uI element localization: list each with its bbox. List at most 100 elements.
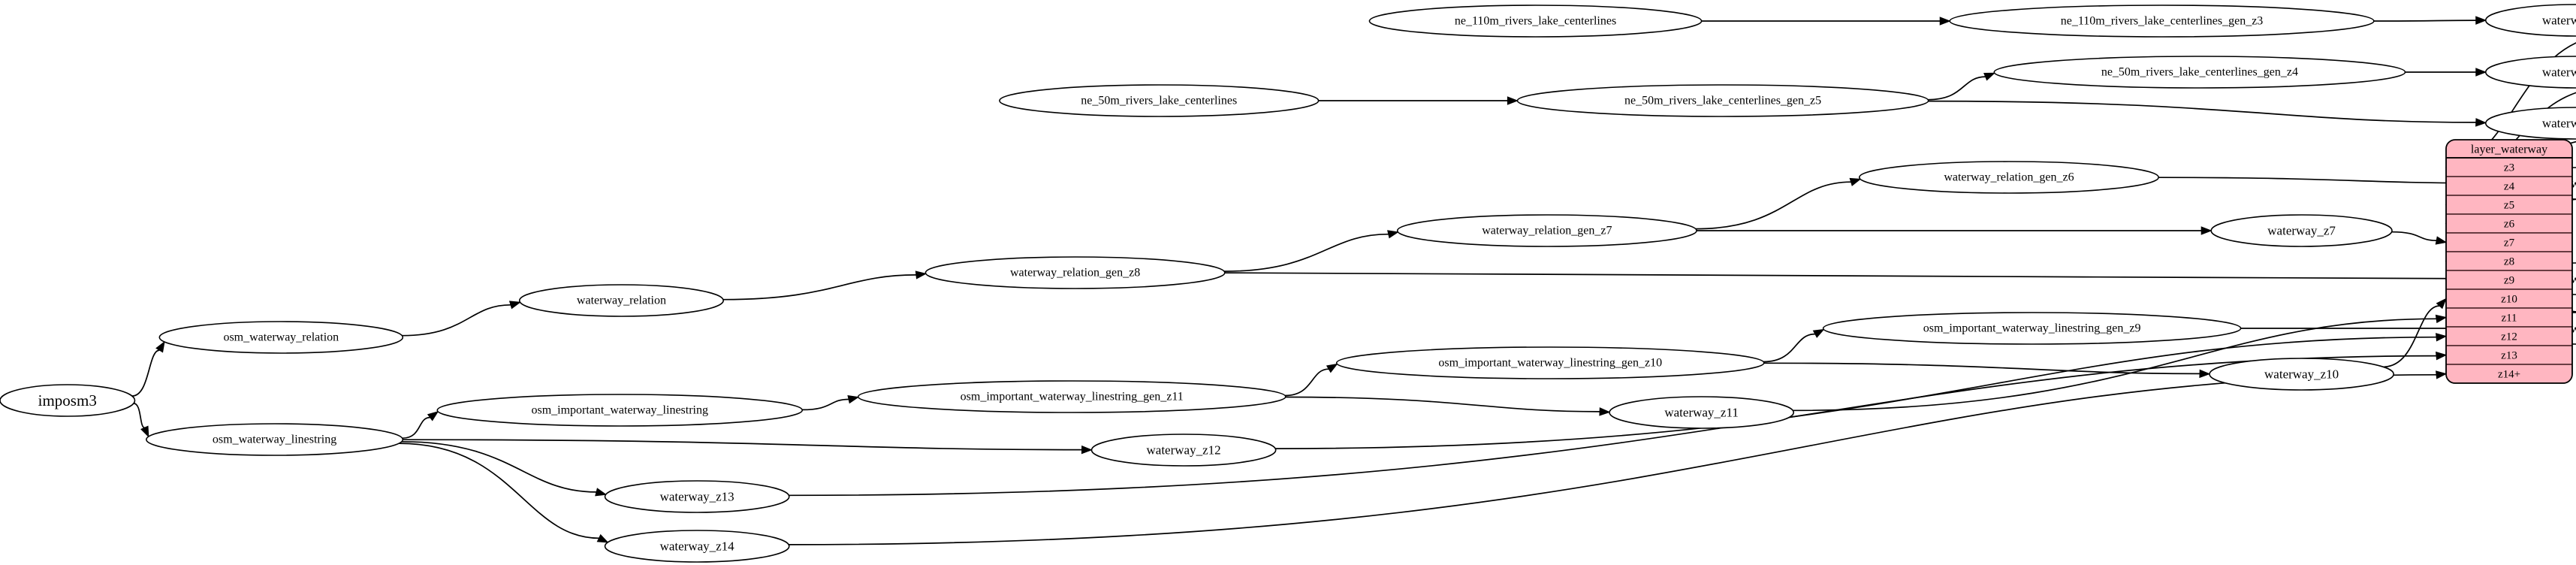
node-osm_wl[interactable]: osm_waterway_linestring bbox=[146, 423, 404, 456]
node-osm_iwl_z11[interactable]: osm_important_waterway_linestring_gen_z1… bbox=[857, 380, 1286, 413]
node-ne110_z3[interactable]: ne_110m_rivers_lake_centerlines_gen_z3 bbox=[1949, 5, 2375, 38]
edge-w_z11-to-layer_z11 bbox=[1793, 314, 2448, 412]
node-w_z10[interactable]: waterway_z10 bbox=[2209, 358, 2394, 391]
table-row-z12[interactable] bbox=[2446, 326, 2572, 346]
table-row-label-z10: z10 bbox=[2501, 294, 2517, 306]
table-row-label-z12: z12 bbox=[2501, 331, 2517, 343]
edge-ne110_z3-to-w_z3 bbox=[2373, 16, 2487, 25]
node-label: ne_110m_rivers_lake_centerlines bbox=[1455, 15, 1616, 28]
node-label: ne_50m_rivers_lake_centerlines_gen_z4 bbox=[2101, 66, 2298, 79]
edge-ne110-to-ne110_z3 bbox=[1701, 17, 1951, 26]
node-w_z5[interactable]: waterway_z5 bbox=[2485, 107, 2576, 140]
edge-ne50_z4-to-w_z4 bbox=[2405, 68, 2487, 77]
table-row-z8[interactable] bbox=[2446, 251, 2572, 271]
node-ne110[interactable]: ne_110m_rivers_lake_centerlines bbox=[1368, 5, 1703, 38]
table-row-label-z4: z4 bbox=[2504, 181, 2515, 193]
edge-ne50_z5-to-w_z5 bbox=[1928, 100, 2487, 127]
table-row-label-z7: z7 bbox=[2504, 237, 2515, 249]
node-w_z4[interactable]: waterway_z4 bbox=[2485, 56, 2576, 89]
edge-osm_iwl_z10-to-osm_iwl_z9 bbox=[1763, 328, 1825, 363]
edge-osm_wl-to-w_z13 bbox=[401, 440, 608, 497]
edge-wr_z6-to-w_z6 bbox=[2158, 177, 2487, 188]
node-label: waterway_z13 bbox=[660, 490, 734, 504]
node-osm_iwl[interactable]: osm_important_waterway_linestring bbox=[436, 394, 804, 427]
table-row-label-z9: z9 bbox=[2504, 275, 2514, 287]
node-label: osm_important_waterway_linestring bbox=[531, 404, 708, 417]
layer-waterway-table: layer_waterway z3 z4 z5 z6 z7 z8 z9 z10 z11 z12 z13… bbox=[2445, 139, 2573, 384]
node-label: ne_50m_rivers_lake_centerlines_gen_z5 bbox=[1624, 95, 1821, 107]
edge-osm_wl-to-w_z14 bbox=[399, 443, 609, 543]
node-label: waterway_z11 bbox=[1664, 406, 1739, 420]
edge-wr_z7-to-wr_z6 bbox=[1695, 177, 1862, 230]
edge-osm_wl-to-osm_iwl bbox=[402, 410, 439, 440]
table-border bbox=[2445, 139, 2573, 384]
node-imposm3[interactable]: imposm3 bbox=[0, 384, 136, 417]
edge-wr_z8-to-w_z8 bbox=[1224, 272, 2487, 283]
table-row-z6[interactable] bbox=[2446, 213, 2572, 234]
node-label: waterway_z7 bbox=[2267, 224, 2336, 238]
table-header-cell bbox=[2446, 140, 2572, 158]
table-row-label-z8: z8 bbox=[2504, 256, 2514, 268]
table-row-label-z13: z13 bbox=[2501, 350, 2517, 362]
edge-osm_wr-to-wr bbox=[402, 301, 521, 337]
table-title: layer_waterway bbox=[2471, 144, 2547, 156]
node-w_z11[interactable]: waterway_z11 bbox=[1609, 396, 1794, 429]
node-osm_wr[interactable]: osm_waterway_relation bbox=[158, 321, 404, 354]
edges-layer bbox=[131, 16, 2576, 545]
node-osm_iwl_z9[interactable]: osm_important_waterway_linestring_gen_z9 bbox=[1822, 312, 2242, 345]
edge-wr_z8-to-wr_z7 bbox=[1223, 230, 1399, 272]
node-label: waterway_relation_gen_z7 bbox=[1482, 225, 1612, 237]
table-row-label-z5: z5 bbox=[2504, 200, 2514, 212]
edge-imposm3-to-osm_wl bbox=[133, 403, 149, 438]
table-row-label-z3: z3 bbox=[2504, 162, 2514, 174]
node-label: waterway_z10 bbox=[2264, 367, 2339, 382]
node-label: waterway_z3 bbox=[2542, 14, 2576, 28]
edge-w_z14-to-layer_z14 bbox=[789, 370, 2448, 545]
edge-osm_iwl_z11-to-osm_iwl_z10 bbox=[1285, 363, 1338, 397]
node-wr_z8[interactable]: waterway_relation_gen_z8 bbox=[925, 256, 1226, 289]
node-wr[interactable]: waterway_relation bbox=[518, 284, 724, 317]
edge-osm_iwl_z11-to-w_z11 bbox=[1285, 396, 1611, 416]
node-label: osm_important_waterway_linestring_gen_z1… bbox=[961, 391, 1184, 403]
node-label: waterway_relation_gen_z8 bbox=[1010, 267, 1140, 279]
edge-osm_iwl-to-osm_iwl_z11 bbox=[802, 395, 860, 411]
edge-wr_z7-to-w_z7 bbox=[1697, 226, 2213, 235]
edge-ne50_z5-to-ne50_z4 bbox=[1928, 72, 1996, 101]
node-w_z7[interactable]: waterway_z7 bbox=[2210, 214, 2393, 247]
edge-ne50-to-ne50_z5 bbox=[1318, 96, 1519, 105]
table-row-z9[interactable] bbox=[2446, 270, 2572, 290]
node-label: waterway_z12 bbox=[1147, 443, 1221, 458]
edge-wr-to-wr_z8 bbox=[722, 270, 928, 301]
node-label: waterway_z5 bbox=[2542, 116, 2576, 131]
node-label: osm_important_waterway_linestring_gen_z9 bbox=[1923, 322, 2141, 335]
edge-osm_wl-to-w_z12 bbox=[403, 439, 1093, 455]
node-label: waterway_z14 bbox=[660, 539, 735, 554]
node-label: waterway_relation bbox=[577, 295, 666, 307]
table-row-label-z11: z11 bbox=[2501, 313, 2517, 325]
node-label: osm_waterway_relation bbox=[223, 331, 339, 344]
node-ne50_z4[interactable]: ne_50m_rivers_lake_centerlines_gen_z4 bbox=[1993, 56, 2406, 89]
node-w_z12[interactable]: waterway_z12 bbox=[1090, 434, 1277, 467]
table-row-label-z14+: z14+ bbox=[2498, 369, 2520, 381]
node-ne50[interactable]: ne_50m_rivers_lake_centerlines bbox=[999, 84, 1320, 117]
node-w_z3[interactable]: waterway_z3 bbox=[2485, 4, 2576, 37]
node-label: waterway_z4 bbox=[2542, 65, 2576, 80]
node-w_z13[interactable]: waterway_z13 bbox=[604, 480, 790, 513]
node-wr_z6[interactable]: waterway_relation_gen_z6 bbox=[1858, 161, 2159, 194]
node-label: osm_waterway_linestring bbox=[213, 434, 336, 446]
edge-w_z10-to-layer_z10 bbox=[2383, 298, 2447, 368]
edge-osm_iwl_z10-to-w_z10 bbox=[1763, 362, 2211, 379]
table-row-z14+[interactable] bbox=[2446, 364, 2572, 383]
node-w_z14[interactable]: waterway_z14 bbox=[604, 530, 790, 563]
edge-imposm3-to-osm_wr bbox=[131, 340, 165, 397]
node-ne50_z5[interactable]: ne_50m_rivers_lake_centerlines_gen_z5 bbox=[1516, 84, 1929, 117]
table-row-label-z6: z6 bbox=[2504, 219, 2515, 231]
node-label: waterway_relation_gen_z6 bbox=[1944, 171, 2074, 184]
node-label: ne_110m_rivers_lake_centerlines_gen_z3 bbox=[2061, 15, 2264, 28]
node-label: ne_50m_rivers_lake_centerlines bbox=[1081, 95, 1237, 107]
node-label: imposm3 bbox=[38, 391, 97, 409]
node-wr_z7[interactable]: waterway_relation_gen_z7 bbox=[1396, 214, 1697, 247]
edge-w_z7-to-layer_z7 bbox=[2391, 231, 2448, 245]
node-osm_iwl_z10[interactable]: osm_important_waterway_linestring_gen_z1… bbox=[1335, 346, 1765, 379]
